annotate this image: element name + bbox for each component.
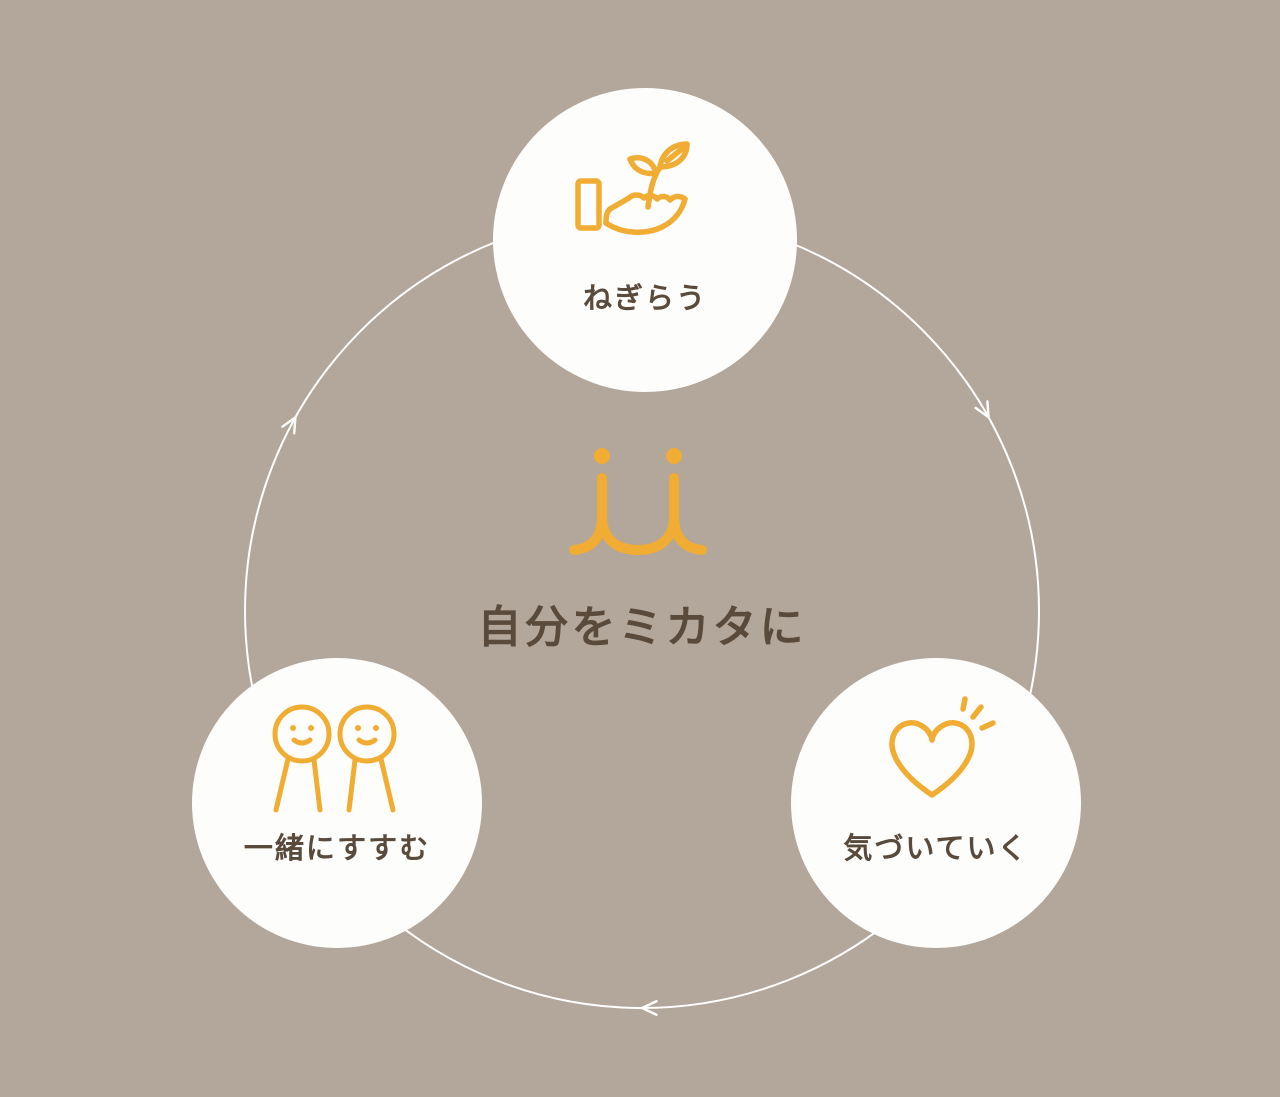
smile-brand-icon [569, 448, 707, 555]
two-people-icon [272, 704, 397, 813]
diagram-title: 自分をミカタに [477, 603, 807, 652]
hand-sprout-icon [575, 141, 690, 235]
node-label-kizuiteiku: 気づいていく [843, 833, 1029, 865]
heart-sparkle-icon [889, 696, 996, 798]
node-circle-kizuiteiku [791, 658, 1081, 948]
cycle-arrow-top-right [974, 400, 990, 419]
cycle-arrow-bottom [640, 1000, 658, 1016]
node-label-isshoni-susumu: 一緒にすすむ [243, 833, 431, 865]
cycle-arrow-top-left [281, 416, 297, 435]
node-circle-negirau [493, 88, 797, 392]
node-circle-isshoni-susumu [192, 658, 482, 948]
node-label-negirau: ねぎらう [582, 283, 708, 315]
